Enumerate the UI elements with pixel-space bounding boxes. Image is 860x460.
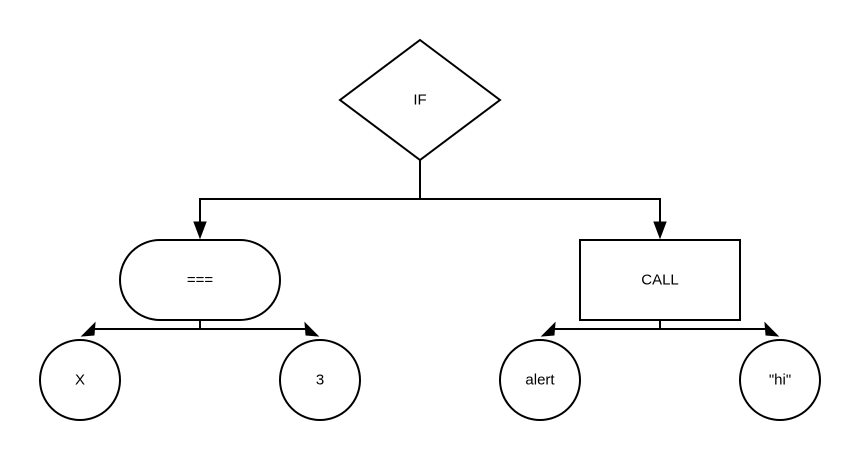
node-strict-equals: === xyxy=(119,239,281,321)
edge-if-to-call xyxy=(420,198,661,222)
hi-circle-shape xyxy=(739,339,821,421)
node-three: 3 xyxy=(279,339,361,421)
x-circle-shape xyxy=(39,339,121,421)
edge-call-branches xyxy=(540,320,780,337)
edge-if-branches xyxy=(193,160,667,240)
edge-if-to-strict-equals xyxy=(199,198,420,222)
arrow-into-strict-equals-icon xyxy=(193,221,207,240)
three-circle-shape xyxy=(279,339,361,421)
strict-equals-shape xyxy=(119,239,281,321)
arrow-into-call-icon xyxy=(653,221,667,240)
node-x: X xyxy=(39,339,121,421)
node-if: IF xyxy=(338,38,502,162)
strict-equals-label: === xyxy=(187,272,214,289)
arrow-into-alert-icon xyxy=(540,321,556,337)
x-label: X xyxy=(75,372,85,389)
if-label: IF xyxy=(413,92,426,109)
call-label: CALL xyxy=(641,272,679,289)
edge-strict-equals-branches xyxy=(80,320,320,337)
if-diamond-shape xyxy=(338,38,502,162)
arrow-into-hi-icon xyxy=(764,321,780,337)
node-call: CALL xyxy=(579,239,741,321)
hi-label: "hi" xyxy=(769,372,791,389)
node-alert: alert xyxy=(499,339,581,421)
call-shape xyxy=(579,239,741,321)
arrow-into-x-icon xyxy=(80,321,96,337)
alert-label: alert xyxy=(525,372,555,389)
alert-circle-shape xyxy=(499,339,581,421)
three-label: 3 xyxy=(316,372,324,389)
arrow-into-three-icon xyxy=(304,321,320,337)
node-hi: "hi" xyxy=(739,339,821,421)
